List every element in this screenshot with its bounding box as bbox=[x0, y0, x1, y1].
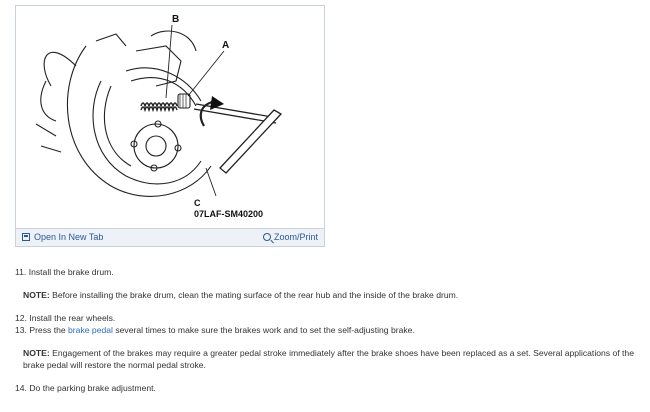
step-13-post: several times to make sure the brakes wo… bbox=[112, 325, 415, 335]
label-b: B bbox=[172, 14, 179, 25]
tool-handle bbox=[219, 109, 283, 174]
brake-pedal-link[interactable]: brake pedal bbox=[68, 325, 113, 335]
note-text: Before installing the brake drum, clean … bbox=[49, 290, 459, 300]
note-text: Engagement of the brakes may require a g… bbox=[23, 348, 634, 370]
step-13: 13. Press the brake pedal several times … bbox=[15, 324, 640, 336]
backing-plate-outline bbox=[66, 45, 212, 197]
step-13-pre: 13. Press the bbox=[15, 325, 69, 335]
label-c: C bbox=[194, 198, 201, 208]
open-in-new-tab-link[interactable]: Open In New Tab bbox=[22, 232, 103, 242]
open-in-new-tab-label: Open In New Tab bbox=[34, 232, 104, 242]
procedure-steps: 11. Install the brake drum. NOTE: Before… bbox=[15, 266, 640, 394]
zoom-print-link[interactable]: Zoom/Print bbox=[262, 232, 318, 242]
step-12: 12. Install the rear wheels. bbox=[15, 313, 116, 323]
spring-b bbox=[140, 102, 178, 109]
note-1: NOTE: Before installing the brake drum, … bbox=[23, 289, 640, 301]
step-14: 14. Do the parking brake adjustment. bbox=[15, 383, 156, 393]
magnifier-icon bbox=[262, 233, 271, 241]
label-a: A bbox=[222, 40, 229, 51]
rotation-arrow bbox=[210, 96, 224, 110]
note-2: NOTE: Engagement of the brakes may requi… bbox=[23, 347, 640, 371]
zoom-print-label: Zoom/Print bbox=[273, 232, 318, 242]
note-label: NOTE: bbox=[23, 290, 50, 300]
hub bbox=[133, 123, 179, 169]
open-new-tab-icon bbox=[22, 233, 30, 241]
note-label: NOTE: bbox=[23, 348, 50, 358]
figure-panel: B A C 07LAF-SM40200 Open In New Tab Zoom… bbox=[15, 5, 325, 247]
adjuster-a bbox=[177, 93, 191, 109]
step-11: 11. Install the brake drum. bbox=[15, 267, 114, 277]
figure-toolbar: Open In New Tab Zoom/Print bbox=[16, 228, 324, 246]
figure-code: 07LAF-SM40200 bbox=[194, 209, 263, 219]
brake-adjuster-illustration: B A C 07LAF-SM40200 bbox=[35, 14, 283, 219]
tool-shaft bbox=[195, 103, 279, 119]
